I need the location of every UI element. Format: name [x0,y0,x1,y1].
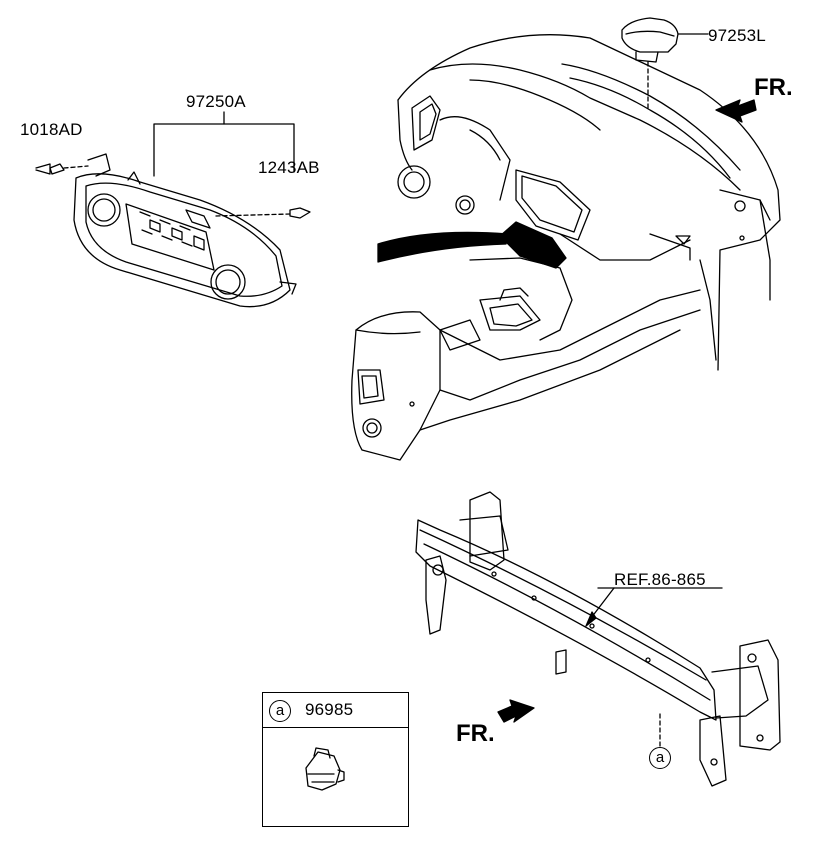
legend-marker-a: a [269,700,291,722]
part-number-97250A: 97250A [186,92,246,111]
control-panel-97250A-drawing [35,153,311,308]
reference-label: REF.86-865 [614,570,706,589]
part-number-1243AB: 1243AB [258,158,320,177]
part-number-1018AD: 1018AD [20,120,83,139]
sensor-97253L-drawing [621,17,709,111]
install-arrow [377,231,509,263]
part-96985-drawing [305,747,345,791]
center-console-drawing [351,257,701,461]
legend-box: a 96985 [262,692,409,827]
legend-header: a 96985 [263,693,408,728]
bumper-beam-drawing [415,491,781,787]
dashboard-drawing [397,34,781,371]
installed-control-unit [499,221,567,269]
fr-arrow-bottom [497,699,535,723]
part-number-97253L: 97253L [708,26,766,45]
legend-part-number: 96985 [305,700,354,719]
fr-arrow-top [715,99,757,123]
direction-fr-bottom: FR. [456,720,495,747]
callout-marker-a: a [649,747,671,769]
direction-fr-top: FR. [754,74,793,101]
